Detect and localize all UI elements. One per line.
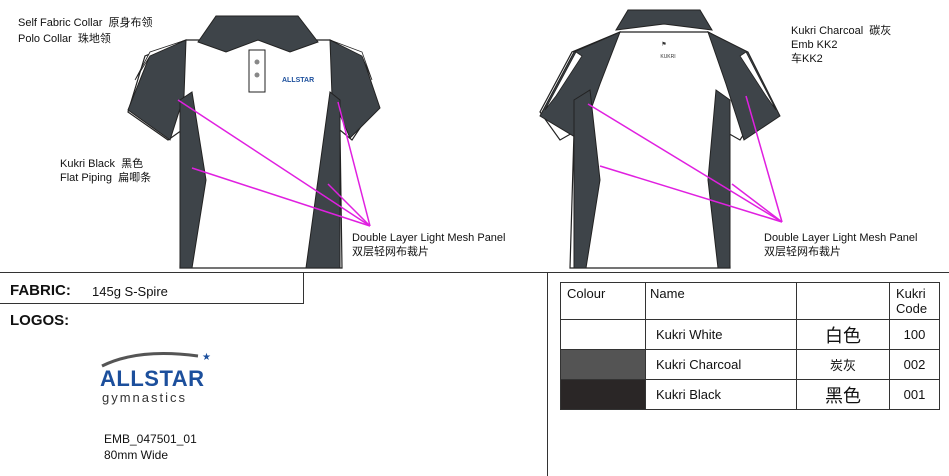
- color-name: Kukri White: [645, 319, 797, 350]
- color-swatch: [560, 349, 646, 380]
- emb-label-1: Kukri Charcoal 碳灰: [791, 25, 892, 37]
- front-shirt: ALLSTAR: [127, 15, 381, 269]
- front-mesh-label-1: Double Layer Light Mesh Panel: [352, 232, 506, 244]
- shirt-drawings: ALLSTAR ⚑ KUKRI: [127, 9, 783, 269]
- color-table: Colour Name Kukri Code Kukri White 白色 10…: [560, 282, 940, 410]
- color-code: 100: [889, 319, 940, 350]
- back-mesh-label-1: Double Layer Light Mesh Panel: [764, 232, 918, 244]
- logo-size: 80mm Wide: [104, 448, 169, 462]
- header-code: Kukri Code: [889, 282, 940, 320]
- svg-text:★: ★: [202, 352, 211, 363]
- fabric-value: 145g S-Spire: [92, 284, 168, 299]
- color-swatch: [560, 379, 646, 410]
- front-mesh-label-2: 双层轻网布裁片: [352, 246, 429, 258]
- table-row: Kukri White 白色 100: [560, 319, 940, 350]
- header-name: Name: [645, 282, 797, 320]
- back-logo-text: KUKRI: [660, 54, 675, 60]
- piping-label-2: Flat Piping 扁唧条: [60, 172, 152, 184]
- logo-brand-line2: gymnastics: [102, 390, 188, 405]
- piping-label-1: Kukri Black 黑色: [60, 158, 144, 170]
- fabric-label: FABRIC:: [10, 282, 71, 299]
- svg-text:ALLSTAR: ALLSTAR: [282, 77, 314, 84]
- collar-label-1: Self Fabric Collar 原身布领: [18, 17, 153, 29]
- color-cn: 黑色: [796, 379, 890, 410]
- front-callout-lines: [177, 99, 371, 227]
- color-cn: 白色: [796, 319, 890, 350]
- emb-label-2: Emb KK2: [791, 39, 838, 51]
- logo-swoosh: ★: [101, 352, 211, 368]
- table-row: Kukri Charcoal 炭灰 002: [560, 349, 940, 380]
- color-code: 001: [889, 379, 940, 410]
- color-table-header: Colour Name Kukri Code: [560, 282, 940, 320]
- color-name: Kukri Charcoal: [645, 349, 797, 380]
- color-cn: 炭灰: [796, 349, 890, 380]
- emb-label-3: 车KK2: [791, 53, 823, 65]
- header-blank: [796, 282, 890, 320]
- back-mesh-label-2: 双层轻网布裁片: [764, 246, 841, 258]
- logo-brand-line1: ALLSTAR: [100, 366, 205, 391]
- color-code: 002: [889, 349, 940, 380]
- collar-label-2: Polo Collar 珠地领: [18, 33, 111, 45]
- color-name: Kukri Black: [645, 379, 797, 410]
- back-shirt: ⚑ KUKRI: [539, 9, 781, 269]
- color-swatch: [560, 319, 646, 350]
- section-divider: [547, 272, 549, 476]
- fabric-box: [0, 272, 304, 304]
- back-callout-lines: [587, 95, 783, 223]
- logo-code: EMB_047501_01: [104, 432, 197, 446]
- bottom-section-frame: [0, 272, 949, 476]
- header-colour: Colour: [560, 282, 646, 320]
- svg-text:⚑: ⚑: [661, 41, 666, 48]
- logos-label: LOGOS:: [10, 312, 70, 329]
- table-row: Kukri Black 黑色 001: [560, 379, 940, 410]
